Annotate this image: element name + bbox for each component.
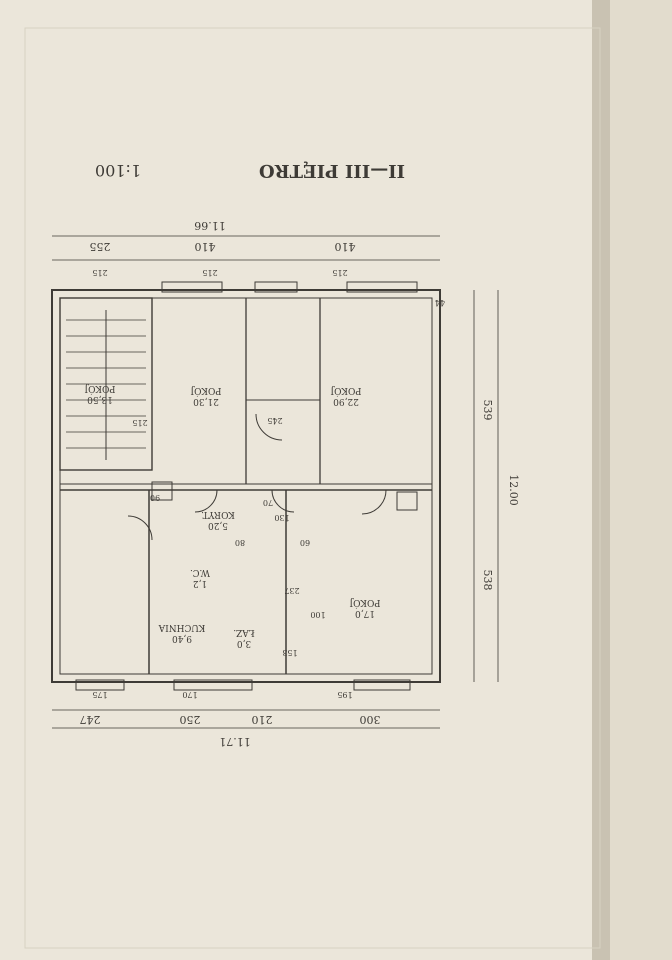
- dim-top-overall: 11.66: [194, 219, 226, 232]
- room-label-area: 22,90: [333, 396, 359, 406]
- dim-small-label: 44: [435, 298, 445, 307]
- page-border: [24, 27, 601, 949]
- dim-small-label: 130: [274, 513, 289, 522]
- window-label: 215: [202, 268, 217, 277]
- plan-group: [51, 235, 499, 729]
- dim-bottom-segment: 250: [180, 713, 201, 726]
- duct-1: [396, 491, 418, 511]
- dim-right-segment: 538: [481, 570, 494, 591]
- plan-scale: 1:100: [95, 161, 141, 180]
- dim-top-segment: 410: [195, 240, 216, 253]
- window-label: 215: [92, 268, 107, 277]
- room-label-name: POKÓJ: [190, 385, 221, 397]
- plan-walls: [51, 235, 499, 729]
- room-label-name: W.C.: [190, 567, 210, 577]
- door-arc-2: [271, 489, 295, 513]
- dim-small-label: 245: [267, 416, 282, 425]
- window-1: [353, 679, 411, 691]
- room-label-area: 3,0: [237, 638, 252, 648]
- room-label-name: KUCHNIA: [158, 622, 205, 632]
- window-label: 215: [332, 268, 347, 277]
- facing-page: [610, 0, 672, 960]
- dim-small-label: 90: [150, 493, 160, 502]
- dim-small-label: 215: [132, 418, 147, 427]
- door-arc-4: [127, 515, 153, 541]
- window-3: [75, 679, 125, 691]
- window-4: [346, 281, 418, 293]
- room-label-area: 5,20: [208, 520, 228, 530]
- room-label-name: KORYT.: [201, 509, 235, 519]
- dim-right-segment: 539: [481, 400, 494, 421]
- room-label-name: ŁAZ.: [233, 627, 255, 637]
- window-6: [161, 281, 223, 293]
- dim-bottom-overall: 11.71: [219, 735, 251, 748]
- window-label: 195: [337, 690, 352, 699]
- outer-wall: [51, 289, 441, 683]
- window-5: [254, 281, 298, 293]
- door-arc-1: [361, 489, 387, 515]
- plan-title: II—III PIĘTRO: [259, 160, 405, 181]
- stair-core: [59, 297, 153, 471]
- dim-small-label: 153: [282, 648, 297, 657]
- room-label-area: 21,30: [193, 396, 219, 406]
- window-2: [173, 679, 253, 691]
- dim-small-label: 100: [310, 610, 325, 619]
- room-label-area: 17,0: [355, 608, 375, 618]
- room-label-name: POKÓJ: [349, 597, 380, 609]
- dim-small-label: 70: [263, 498, 273, 507]
- door-arc-3: [194, 489, 218, 513]
- dim-small-label: 60: [300, 538, 310, 547]
- dim-small-label: 237: [284, 586, 299, 595]
- room-label-area: 1,2: [193, 578, 207, 588]
- dim-top-segment: 410: [335, 240, 356, 253]
- dim-bottom-segment: 247: [80, 713, 101, 726]
- dim-small-label: 80: [235, 538, 245, 547]
- door-arc-5: [255, 413, 283, 441]
- page-fold-shadow: [592, 0, 610, 960]
- dim-top-segment: 255: [90, 240, 111, 253]
- room-label-name: POKÓJ: [330, 385, 361, 397]
- stair-treads: [66, 319, 146, 449]
- dim-bottom-segment: 210: [252, 713, 273, 726]
- dim-bottom-segment: 300: [360, 713, 381, 726]
- window-label: 170: [182, 690, 197, 699]
- room-label-area: 9,40: [172, 633, 192, 643]
- room-label-area: 13,50: [87, 394, 113, 404]
- duct-2: [151, 481, 173, 501]
- dim-right-overall: 12.00: [507, 474, 520, 506]
- plan-labels: II—III PIĘTRO1:100POKÓJ13,50POKÓJ21,30PO…: [80, 160, 521, 748]
- room-label-name: POKÓJ: [84, 383, 115, 395]
- window-label: 175: [92, 690, 107, 699]
